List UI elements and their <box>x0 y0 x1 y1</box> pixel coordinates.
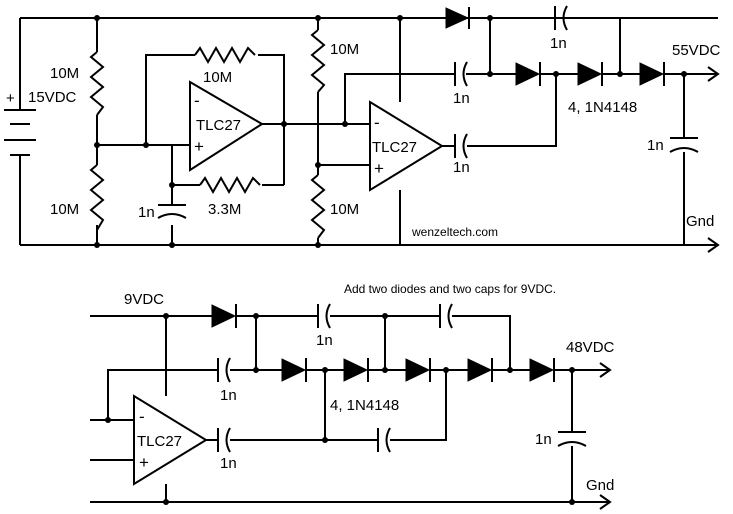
opamp1-timing-wire <box>171 184 284 245</box>
top-diodes-label: 4, 1N4148 <box>568 99 637 116</box>
divider1-top-value: 10M <box>50 65 79 82</box>
diode-chain-1 <box>515 62 541 86</box>
bottom-cap-top <box>317 303 331 329</box>
top-output-label: 55VDC <box>672 42 721 59</box>
bottom-diodes-label: 4, 1N4148 <box>330 397 399 414</box>
pump-cap-top-value: 1n <box>550 35 567 52</box>
opamp1-plus: + <box>194 137 204 156</box>
bottom-cap-bot-value: 1n <box>220 455 237 472</box>
bottom-diode-5 <box>529 358 555 382</box>
opamp2-minus: - <box>374 113 380 132</box>
bottom-circuit: Add two diodes and two caps for 9VDC. 9V… <box>90 282 615 510</box>
divider2-bottom-resistor <box>310 174 326 239</box>
divider2-top-resistor <box>310 29 326 93</box>
bottom-diode-1 <box>281 358 307 382</box>
pump-cap-bot <box>454 133 468 159</box>
bottom-rail-end-arrow <box>599 494 612 510</box>
bottom-opamp-triangle <box>133 394 208 486</box>
divider1-bottom-value: 10M <box>50 201 79 218</box>
bottom-cap-top-value: 1n <box>316 332 333 349</box>
battery-symbol <box>4 109 36 156</box>
top-rail-end-arrow <box>707 237 720 253</box>
divider2-bottom-value: 10M <box>330 201 359 218</box>
pump-cap-bot-wire <box>442 74 557 147</box>
battery-plus-label: + <box>6 90 15 107</box>
bottom-output-cap <box>557 431 587 447</box>
opamp1-feedback-wire <box>145 54 345 185</box>
bottom-output-label: 48VDC <box>566 339 615 356</box>
credit-text: wenzeltech.com <box>411 225 498 239</box>
supply-voltage-label: 15VDC <box>28 89 77 106</box>
diode-chain-2 <box>577 62 603 86</box>
opamp1-triangle <box>189 80 264 172</box>
bottom-supply-rail <box>90 315 511 370</box>
top-output-cap <box>669 137 699 153</box>
bottom-diode-3 <box>405 358 431 382</box>
opamp1-timing-value: 3.3M <box>208 201 241 218</box>
bottom-cap-top2 <box>439 303 453 329</box>
bottom-cap-bot <box>217 427 231 453</box>
bottom-opamp-minus: - <box>139 407 145 426</box>
top-output-arrow <box>707 66 720 82</box>
opamp1-minus: - <box>194 91 200 110</box>
opamp1-timing-resistor <box>199 175 261 195</box>
diode-top-1 <box>445 7 470 29</box>
timing-capacitor <box>157 204 187 219</box>
divider1-bottom-resistor <box>89 164 105 231</box>
bottom-opamp-wires <box>90 316 218 502</box>
pump-cap-mid-value: 1n <box>453 90 470 107</box>
bottom-output-arrow <box>599 362 612 378</box>
divider1-wire <box>96 18 190 245</box>
top-circuit: + 15VDC 10M 10M - + TLC27 10M 3.3M 1n 10… <box>4 5 721 253</box>
divider2-top-value: 10M <box>330 41 359 58</box>
opamp1-label: TLC27 <box>196 117 241 134</box>
bottom-note: Add two diodes and two caps for 9VDC. <box>344 282 556 296</box>
opamp2-triangle <box>369 100 444 192</box>
bottom-diode-2 <box>343 358 369 382</box>
bottom-cap-bot2 <box>377 427 391 453</box>
bottom-diode-4 <box>467 358 493 382</box>
bottom-output-cap-value: 1n <box>535 431 552 448</box>
pump-cap-mid <box>454 61 468 87</box>
bottom-cap-mid <box>217 357 231 383</box>
bottom-supply-label: 9VDC <box>124 291 164 308</box>
top-gnd-label: Gnd <box>686 213 714 230</box>
divider1-top-resistor <box>89 51 105 116</box>
bottom-gnd-label: Gnd <box>586 477 614 494</box>
bottom-opamp-plus: + <box>139 453 149 472</box>
diode-chain-3 <box>639 62 665 86</box>
bottom-junction-dots <box>105 313 575 505</box>
top-junction-dots <box>94 15 687 248</box>
opamp2-plus: + <box>374 159 384 178</box>
opamp2-label: TLC27 <box>372 139 417 156</box>
top-diode-input-wire <box>400 17 621 74</box>
bottom-diode-top <box>211 304 237 328</box>
pump-cap-top <box>554 5 568 31</box>
opamp1-feedback-resistor <box>194 45 256 65</box>
timing-capacitor-value: 1n <box>138 204 155 221</box>
bottom-opamp-label: TLC27 <box>137 433 182 450</box>
pump-cap-bot-value: 1n <box>453 159 470 176</box>
divider2-wire <box>317 18 370 245</box>
top-output-cap-value: 1n <box>647 137 664 154</box>
bottom-cap-mid-value: 1n <box>220 387 237 404</box>
opamp2-input-wire <box>344 18 455 245</box>
opamp1-feedback-value: 10M <box>203 69 232 86</box>
